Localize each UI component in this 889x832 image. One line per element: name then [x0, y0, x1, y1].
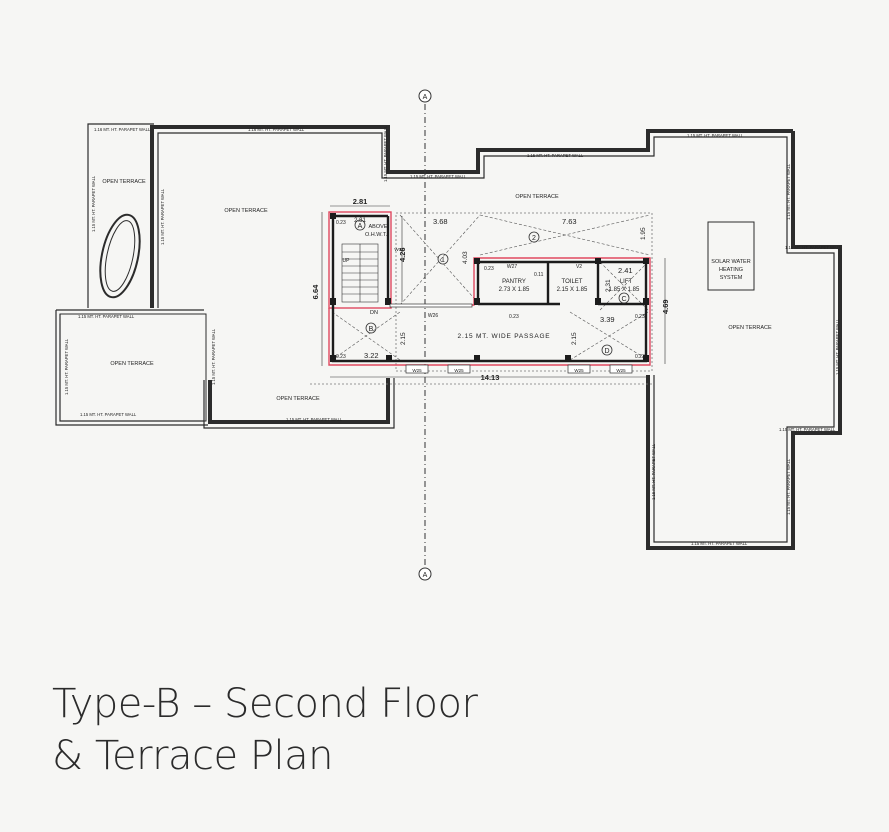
- terrace-label-2: OPEN TERRACE: [224, 208, 268, 214]
- parapet-label-v5: 1.15 MT. HT. PARAPET WALL: [211, 328, 216, 385]
- parapet-top-left: [150, 125, 793, 308]
- parapet-label-10: 1.15 MT. HT. PARAPET WALL: [80, 412, 137, 417]
- parapet-label-11: 1.15 MT. HT. PARAPET WALL: [286, 417, 343, 422]
- ohwt-label: O.H.W.T.: [365, 232, 387, 238]
- section-marker-top: [418, 89, 432, 103]
- section-marker-top-label: A: [423, 94, 428, 101]
- pantry-size: 2.73 X 1.85: [499, 287, 530, 293]
- window-w25-d: W25: [616, 368, 626, 373]
- dim-195: 1.95: [640, 227, 647, 240]
- solar-label-2: HEATING: [719, 267, 743, 273]
- terrace-label-5: OPEN TERRACE: [276, 396, 320, 402]
- section-marker-bottom: [418, 567, 432, 581]
- terrace-label-1: OPEN TERRACE: [102, 179, 146, 185]
- toilet-size: 2.15 X 1.85: [557, 287, 588, 293]
- terrace-label-4: OPEN TERRACE: [110, 361, 154, 367]
- marker-d: D: [604, 348, 609, 355]
- window-w25-a: W25: [412, 368, 422, 373]
- parapet-walls: [150, 125, 842, 550]
- page-title-line-2: & Terrace Plan: [52, 733, 333, 779]
- parapet-label-v2: 1.15 MT. HT. PARAPET WALL: [160, 188, 165, 245]
- parapet-label-v6: 1.15 MT. HT. PARAPET WALL: [786, 163, 791, 220]
- marker-1: 1: [441, 257, 445, 264]
- up-label: UP: [343, 258, 351, 264]
- marker-a: A: [358, 223, 363, 230]
- dim-023-f: 0.23: [635, 354, 645, 360]
- parapet-label-v3: 1.15 MT. HT. PARAPET WALL: [383, 125, 388, 182]
- window-w27: W27: [507, 264, 518, 270]
- lift-label: LIFT: [620, 279, 633, 285]
- dim-215-left: 2.15: [400, 332, 407, 345]
- solar-heater-box: [707, 221, 755, 291]
- parapet-label-v9: 1.15 MT. HT. PARAPET WALL: [786, 458, 791, 515]
- oval-pool: [99, 213, 141, 299]
- parapet-label-9: 1.15 MT. HT. PARAPET WALL: [78, 314, 135, 319]
- dim-339: 3.39: [600, 315, 615, 324]
- passage-label: 2.15 MT. WIDE PASSAGE: [458, 333, 551, 340]
- marker-c: C: [621, 296, 626, 303]
- marker-2: 2: [532, 235, 536, 242]
- window-w08: W08: [394, 247, 404, 252]
- parapet-label-4: 1.15 MT. HT. PARAPET WALL: [527, 153, 584, 158]
- parapet-label-2: 1.16 MT. HT. PARAPET WALL: [248, 127, 305, 132]
- above-label: ABOVE: [369, 224, 388, 230]
- lift-size: 1.85 X 1.85: [609, 287, 640, 293]
- parapet-label-1: 1.16 MT. HT. PARAPET WALL: [94, 127, 151, 132]
- columns: [330, 213, 649, 362]
- parapet-label-5: 1.15 MT. HT. PARAPET WALL: [687, 133, 744, 138]
- dim-322: 3.22: [364, 351, 379, 360]
- dim-368: 3.68: [433, 217, 448, 226]
- window-w25-b: W25: [454, 368, 464, 373]
- parapet-label-v1: 1.15 MT. HT. PARAPET WALL: [91, 175, 96, 232]
- parapet-label-v7: 1.15 MT. HT. PARAPET WALL: [835, 318, 840, 375]
- section-marker-bottom-label: A: [423, 572, 428, 579]
- terrace-label-6: OPEN TERRACE: [728, 325, 772, 331]
- dim-469: 4.69: [661, 299, 670, 314]
- parapet-label-7: 1.15 MT. HT. PARAPET WALL: [779, 427, 836, 432]
- terrace-label-3: OPEN TERRACE: [515, 194, 559, 200]
- dim-403: 4.03: [462, 251, 469, 264]
- solar-label-3: SYSTEM: [720, 275, 743, 281]
- parapet-right: [646, 131, 842, 550]
- dim-281-inner: 2.81: [354, 218, 366, 224]
- window-w26: W26: [428, 313, 439, 319]
- page-title-line-1: Type-B – Second Floor: [52, 681, 478, 727]
- dim-011: 0.11: [534, 272, 544, 278]
- solar-label-1: SOLAR WATER: [711, 259, 750, 265]
- parapet-label-6: 1.15 MT. HT. PARAPET WALL: [785, 245, 842, 250]
- dim-215-right: 2.15: [571, 332, 578, 345]
- dim-281-top: 2.81: [353, 197, 368, 206]
- parapet-label-v8: 1.15 MT. HT. PARAPET WALL: [651, 443, 656, 500]
- dim-023-e: 0.23: [635, 314, 645, 320]
- marker-b: B: [369, 326, 374, 333]
- pantry-label: PANTRY: [502, 279, 526, 285]
- dim-023-b: 0.23: [484, 266, 494, 272]
- staircase: [341, 243, 379, 303]
- floor-plan-drawing: A A: [55, 89, 842, 581]
- dim-023-d: 0.23: [336, 354, 346, 360]
- internal-walls: [331, 214, 648, 363]
- dim-023-c: 0.23: [509, 314, 519, 320]
- dim-664: 6.64: [311, 284, 320, 299]
- dim-241: 2.41: [618, 266, 633, 275]
- dim-426: 4.26: [398, 247, 407, 262]
- parapet-bottom-left: [208, 378, 390, 424]
- dim-231: 2.31: [605, 279, 612, 292]
- parapet-label-3: 1.15 MT. HT. PARAPET WALL: [410, 174, 467, 179]
- window-w25-c: W25: [574, 368, 584, 373]
- toilet-label: TOILET: [562, 279, 583, 285]
- dim-763: 7.63: [562, 217, 577, 226]
- parapet-label-v4: 1.15 MT. HT. PARAPET WALL: [64, 338, 69, 395]
- dn-label: DN: [370, 310, 378, 316]
- dim-023-a: 0.23: [336, 220, 346, 226]
- dim-1413: 14.13: [481, 373, 500, 382]
- window-v2: V2: [576, 264, 582, 270]
- windows: [389, 303, 633, 374]
- parapet-label-8: 1.15 MT. HT. PARAPET WALL: [691, 541, 748, 546]
